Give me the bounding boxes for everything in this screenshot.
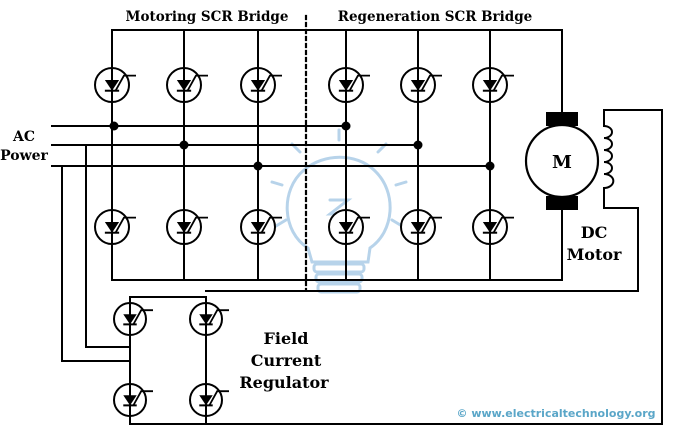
junction-dots xyxy=(109,121,495,171)
field-coil-icon xyxy=(603,125,615,189)
thyristor-icon xyxy=(166,209,208,245)
motoring-bridge-label: Motoring SCR Bridge xyxy=(126,9,289,25)
thyristor-icon xyxy=(472,67,514,103)
ac-power-label-line2: Power xyxy=(0,148,48,164)
thyristor-icon xyxy=(400,209,442,245)
watermark-text: © www.electricaltechnology.org xyxy=(456,407,655,420)
dc-motor-label-line2: Motor xyxy=(567,245,622,264)
thyristor-icon xyxy=(113,302,153,336)
thyristor-icon xyxy=(189,302,229,336)
thyristor-icon xyxy=(328,209,370,245)
thyristor-icon xyxy=(328,67,370,103)
dc-motor-label-line1: DC xyxy=(581,223,608,242)
thyristor-icon xyxy=(472,209,514,245)
thyristor-icon xyxy=(113,383,153,417)
ac-power-label-line1: AC xyxy=(12,129,35,145)
regulator-label-line1: Field xyxy=(264,329,309,348)
regulator-label-line3: Regulator xyxy=(239,373,329,392)
thyristor-icon xyxy=(400,67,442,103)
thyristor-icon xyxy=(166,67,208,103)
thyristor-icon xyxy=(94,67,136,103)
thyristor-icon xyxy=(240,67,282,103)
motor-symbol: M xyxy=(552,152,572,173)
thyristor-icon xyxy=(189,383,229,417)
thyristor-icon xyxy=(94,209,136,245)
regeneration-bridge-label: Regeneration SCR Bridge xyxy=(338,9,533,25)
thyristor-icon xyxy=(240,209,282,245)
regulator-label-line2: Current xyxy=(251,351,322,370)
dc-motor-icon: M xyxy=(524,112,600,210)
